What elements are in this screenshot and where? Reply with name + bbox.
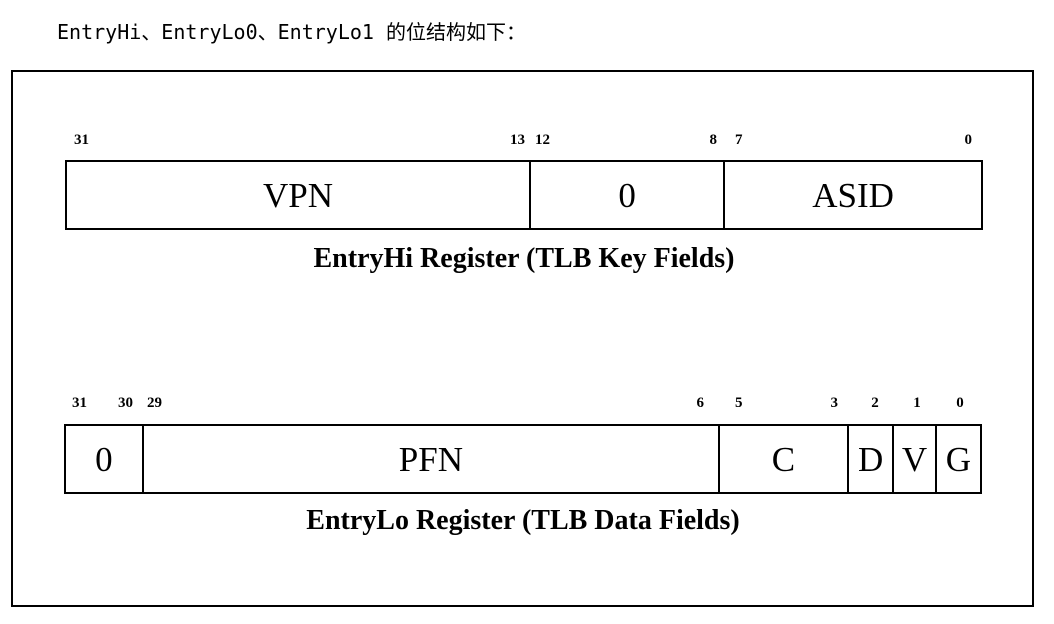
bit-label: 29 — [147, 395, 162, 411]
bit-label: 6 — [696, 395, 705, 411]
register-caption: EntryHi Register (TLB Key Fields) — [313, 243, 735, 274]
register-field-g: G — [945, 439, 971, 479]
bit-label: 1 — [913, 395, 921, 411]
figure-frame — [11, 70, 1034, 607]
bit-label: 13 — [510, 132, 525, 148]
entrylo-register-box: 0 PFN C D V G — [64, 424, 982, 494]
bit-labels-row: 31 30 29 6 5 3 2 1 0 — [64, 395, 982, 411]
register-field-zero: 0 — [531, 162, 726, 228]
bit-labels-row: 31 13 12 8 7 0 — [65, 132, 983, 148]
register-field-pfn: PFN — [144, 426, 720, 492]
register-field-v: V — [894, 426, 937, 492]
entryhi-register-box: VPN 0 ASID — [65, 160, 983, 230]
bit-label: 5 — [735, 395, 743, 411]
register-field-c: C — [720, 426, 849, 492]
bit-label: 31 — [72, 395, 87, 411]
bit-label: 8 — [709, 132, 718, 148]
entrylo-register-diagram: 31 30 29 6 5 3 2 1 0 0 PFN C D V G Entry… — [64, 395, 982, 537]
bit-label: 0 — [964, 132, 973, 148]
register-caption: EntryLo Register (TLB Data Fields) — [306, 505, 740, 536]
bit-label: 3 — [830, 395, 839, 411]
bit-label: 7 — [735, 132, 743, 148]
register-field-d: D — [849, 426, 895, 492]
register-field-vpn: VPN — [67, 162, 531, 228]
bit-label: 31 — [74, 132, 89, 148]
bit-label: 0 — [956, 395, 964, 411]
bit-label: 2 — [871, 395, 879, 411]
entryhi-register-diagram: 31 13 12 8 7 0 VPN 0 ASID EntryHi Regist… — [65, 132, 983, 275]
register-field-asid: ASID — [812, 175, 894, 215]
intro-text: EntryHi、EntryLo0、EntryLo1 的位结构如下： — [57, 20, 526, 44]
bit-label: 12 — [535, 132, 550, 148]
bit-label: 30 — [118, 395, 133, 411]
register-field-zero: 0 — [66, 426, 144, 492]
